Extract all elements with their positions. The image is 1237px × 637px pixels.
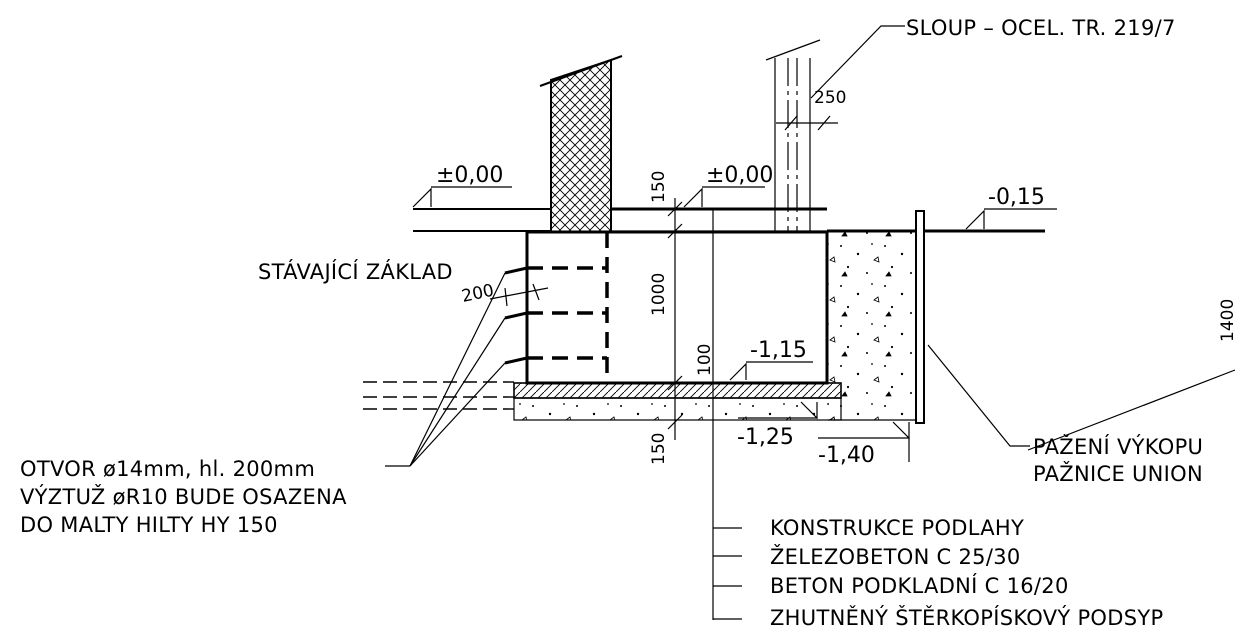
hole-note-line1: OTVOR ø14mm, hl. 200mm xyxy=(20,457,315,481)
layer-label-floor: KONSTRUKCE PODLAHY xyxy=(770,516,1024,540)
level-terrain: -0,15 xyxy=(988,185,1045,210)
dim-gravel-layer: 150 xyxy=(649,433,669,465)
level-markers xyxy=(412,186,1057,462)
hole-note-line3: DO MALTY HILTY HY 150 xyxy=(20,513,278,537)
column-label: SLOUP – OCEL. TR. 219/7 xyxy=(906,16,1176,40)
sub-layers xyxy=(363,381,842,421)
level-new-floor: ±0,00 xyxy=(706,163,773,188)
level-foundation-bottom: -1,15 xyxy=(750,338,807,363)
leader-lines xyxy=(385,25,1236,620)
dim-floor-thickness: 150 xyxy=(649,171,669,203)
floor-slab xyxy=(413,207,1045,233)
existing-foundation-label: STÁVAJÍCÍ ZÁKLAD xyxy=(258,259,453,284)
dim-foundation-height: 1000 xyxy=(649,273,669,316)
dim-column-offset: 250 xyxy=(814,88,846,108)
steel-column xyxy=(765,39,821,232)
foundation-block xyxy=(504,230,829,385)
layer-label-base-concrete: BETON PODKLADNÍ C 16/20 xyxy=(770,573,1069,598)
backfill xyxy=(828,210,1030,447)
shoring-label-line1: PAŽENÍ VÝKOPU xyxy=(1033,434,1203,459)
level-existing-floor: ±0,00 xyxy=(436,163,503,188)
level-sub-concrete: -1,25 xyxy=(737,425,794,450)
shoring-label-line2: PAŽNICE UNION xyxy=(1033,461,1203,486)
layer-label-rc: ŽELEZOBETON C 25/30 xyxy=(770,544,1021,569)
hole-note-line2: VÝZTUŽ øR10 BUDE OSAZENA xyxy=(20,484,347,509)
existing-wall xyxy=(539,55,623,233)
layer-label-gravel: ZHUTNĚNÝ ŠTĚRKOPÍSKOVÝ PODSYP xyxy=(770,605,1163,630)
level-excavation: -1,40 xyxy=(818,443,875,468)
dimension-lines xyxy=(489,115,838,620)
dim-sub-layer: 100 xyxy=(695,344,715,376)
dim-cut-off: 1400 xyxy=(1218,299,1237,342)
